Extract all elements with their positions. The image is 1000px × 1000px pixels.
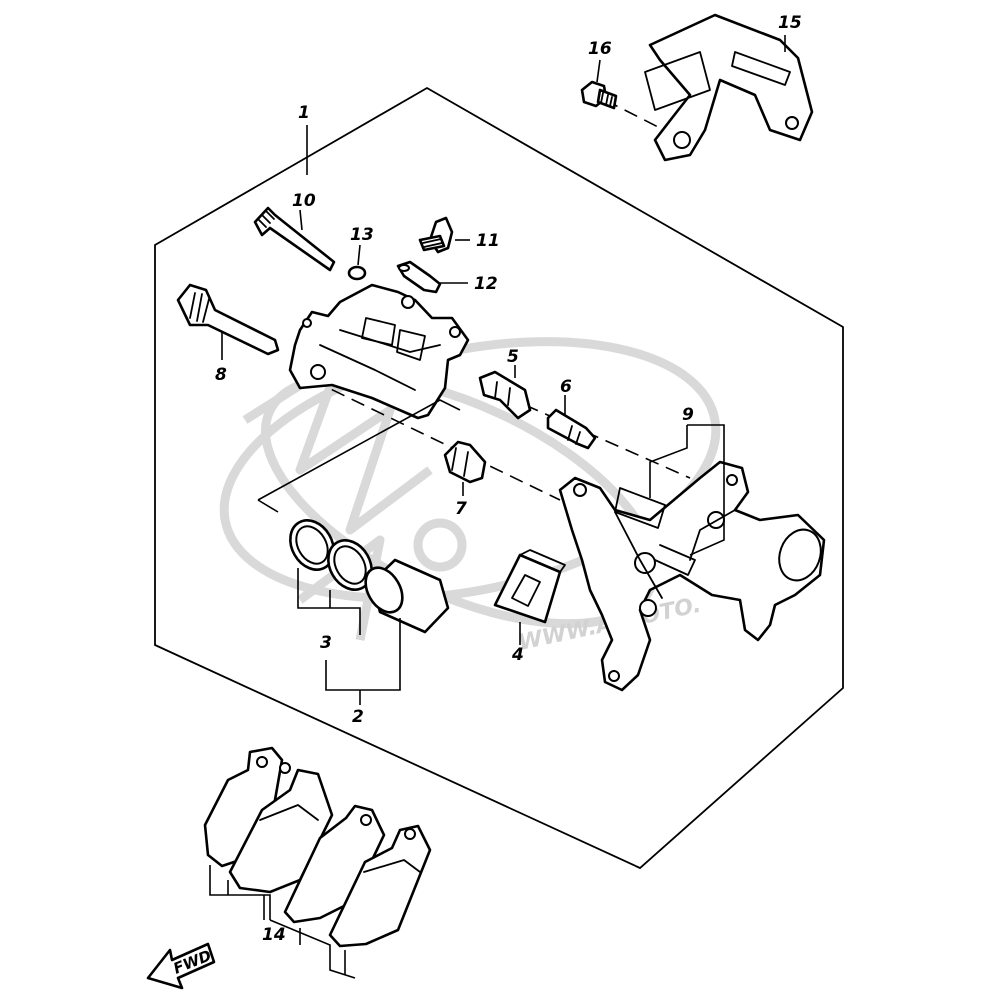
- caliper-body: [288, 283, 470, 420]
- fwd-arrow: FWD: [146, 942, 216, 990]
- callout-14: 14: [262, 925, 286, 945]
- callout-11: 11: [476, 231, 500, 251]
- callout-13: 13: [350, 225, 374, 245]
- part-5-boot: [478, 370, 532, 420]
- callout-16: 16: [588, 39, 612, 59]
- part-15-bracket: [644, 13, 814, 162]
- part-14-pads: [203, 746, 432, 948]
- part-3-seals: [289, 519, 373, 591]
- part-13-ring: [347, 265, 367, 281]
- part-6-sleeve: [546, 408, 597, 450]
- part-11-bleeder: [418, 216, 454, 254]
- leader-lines: [209, 35, 786, 979]
- callout-8: 8: [215, 365, 227, 385]
- part-4-spring: [493, 549, 566, 624]
- callout-9: 9: [682, 405, 694, 425]
- callout-6: 6: [560, 377, 572, 397]
- callout-3: 3: [320, 633, 332, 653]
- callout-5: 5: [507, 347, 519, 367]
- callout-15: 15: [778, 13, 802, 33]
- callout-4: 4: [511, 645, 524, 665]
- callout-1: 1: [298, 103, 310, 123]
- part-12-cap: [396, 260, 442, 294]
- callout-7: 7: [455, 499, 467, 519]
- callout-12: 12: [474, 274, 498, 294]
- kit-frame: [154, 86, 844, 870]
- callouts: 1 2 3 4 5 6 7 8 9 10 11 12 13 14 15 16: [215, 13, 802, 945]
- part-10-pin: [253, 206, 336, 272]
- callout-10: 10: [292, 191, 316, 211]
- part-2-piston: [364, 558, 450, 634]
- part-7-boot: [443, 440, 487, 484]
- part-8-pin: [176, 283, 280, 356]
- callout-2: 2: [352, 707, 364, 727]
- part-16-bolt: [580, 80, 618, 110]
- part-9-bracket: [558, 460, 826, 692]
